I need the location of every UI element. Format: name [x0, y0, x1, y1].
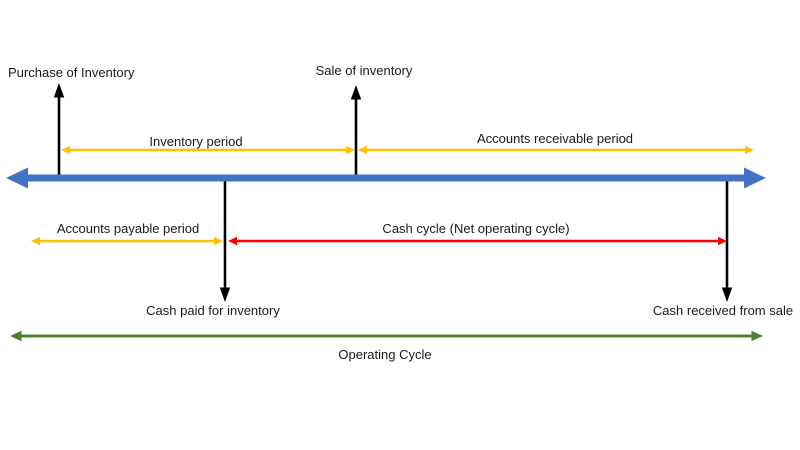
timeline-right-arrowhead-icon — [744, 167, 766, 189]
inventory-period-right-arrowhead-icon — [346, 145, 355, 155]
accounts-receivable-left-arrowhead-icon — [358, 145, 367, 155]
inventory-period-arrow — [61, 145, 355, 155]
cash-cycle-label: Cash cycle (Net operating cycle) — [382, 221, 570, 236]
accounts-payable-period-arrow — [31, 236, 223, 246]
accounts-payable-right-arrowhead-icon — [214, 236, 223, 246]
cash-cycle-left-arrowhead-icon — [228, 236, 237, 246]
cash-paid-arrowhead-icon — [219, 287, 231, 302]
cash-paid-label: Cash paid for inventory — [146, 303, 280, 318]
timeline-arrow — [6, 167, 766, 189]
accounts-payable-left-arrowhead-icon — [31, 236, 40, 246]
cash-cycle-arrow — [228, 236, 727, 246]
accounts-receivable-period-label: Accounts receivable period — [476, 131, 634, 146]
operating-cycle-label: Operating Cycle — [338, 347, 432, 362]
accounts-payable-period-label: Accounts payable period — [56, 221, 200, 236]
inventory-period-left-arrowhead-icon — [61, 145, 70, 155]
inventory-period-label: Inventory period — [149, 134, 243, 149]
sale-event-arrow — [350, 85, 362, 179]
cash-paid-event-arrow — [219, 181, 231, 302]
operating-cycle-arrow — [10, 330, 763, 342]
operating-cycle-left-arrowhead-icon — [10, 330, 22, 342]
purchase-event-arrow — [53, 83, 65, 179]
accounts-receivable-period-arrow — [358, 145, 754, 155]
cash-received-arrowhead-icon — [721, 287, 733, 302]
accounts-receivable-right-arrowhead-icon — [745, 145, 754, 155]
cash-cycle-right-arrowhead-icon — [718, 236, 727, 246]
operating-cycle-right-arrowhead-icon — [751, 330, 763, 342]
sale-arrowhead-icon — [350, 85, 362, 100]
sale-label: Sale of inventory — [315, 63, 413, 78]
cash-received-label: Cash received from sale — [652, 303, 794, 318]
cash-received-event-arrow — [721, 181, 733, 302]
purchase-label: Purchase of Inventory — [8, 65, 135, 80]
purchase-arrowhead-icon — [53, 83, 65, 98]
timeline-left-arrowhead-icon — [6, 167, 28, 189]
